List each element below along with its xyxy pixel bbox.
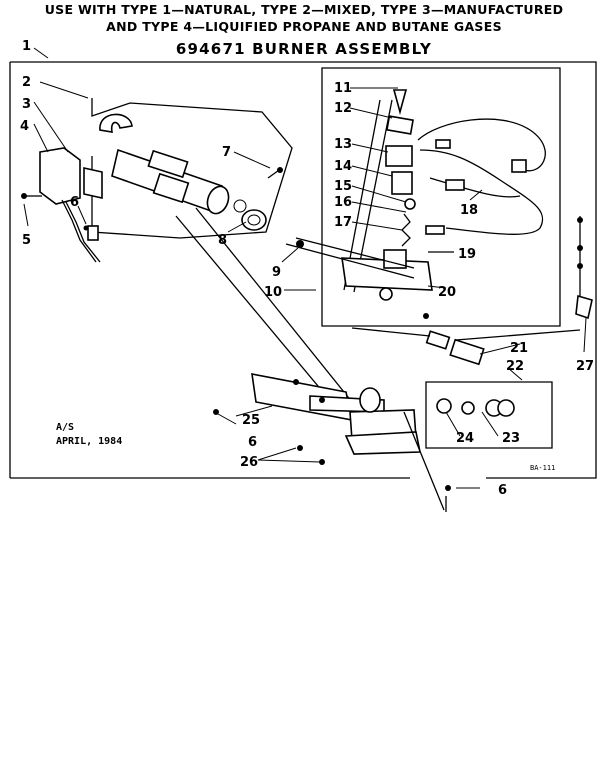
callout-15: 15 [334,179,352,194]
drawing-code: BA-111 [530,464,555,472]
gas-pipe [175,207,415,411]
header-line-2: AND TYPE 4—LIQUIFIED PROPANE AND BUTANE … [106,19,502,34]
burner-group-outline [91,98,293,239]
orifice-nipple [425,330,485,366]
igniter-bracket [39,147,103,263]
side-wire [575,216,593,320]
callout-24: 24 [456,431,474,446]
callout-7: 7 [222,145,231,160]
callout-6-bottom: 6 [498,483,507,498]
assembly-frame [10,61,597,479]
callout-6-left: 6 [70,195,79,210]
leader-lines [23,81,587,489]
callout-19: 19 [458,247,476,262]
callout-27: 27 [576,359,594,374]
wire-harness [417,118,546,235]
callout-20: 20 [438,285,456,300]
air-shutter [241,209,267,231]
callout-26: 26 [240,455,258,470]
callout-3: 3 [22,97,31,112]
callout-25: 25 [242,413,260,428]
callout-22: 22 [506,359,524,374]
callout-16: 16 [334,195,352,210]
callout-1: 1 [22,39,31,54]
callout-6-mid: 6 [248,435,257,450]
burner-tube [99,113,247,215]
callout-10: 10 [264,285,282,300]
callout-11: 11 [334,81,352,96]
valve-body [341,249,433,319]
callout-8: 8 [218,233,227,248]
callout-2: 2 [22,75,31,90]
callout-5: 5 [22,233,31,248]
callout-13: 13 [334,137,352,152]
callout-17: 17 [334,215,352,230]
callout-4: 4 [20,119,29,134]
valve-group-outline [321,67,561,327]
callout-18: 18 [460,203,478,218]
callout-21: 21 [510,341,528,356]
header-line-1: USE WITH TYPE 1—NATURAL, TYPE 2—MIXED, T… [44,2,564,17]
callout-12: 12 [334,101,352,116]
date-note: APRIL, 1984 [56,436,122,447]
fittings [436,398,515,417]
mounting-bracket [251,373,421,465]
diagram-title: 694671 BURNER ASSEMBLY [175,40,433,58]
callout-14: 14 [334,159,352,174]
callout-23: 23 [502,431,520,446]
revision-note: A/S [56,422,74,433]
callout-9: 9 [272,265,281,280]
fittings-group-outline [425,381,553,449]
